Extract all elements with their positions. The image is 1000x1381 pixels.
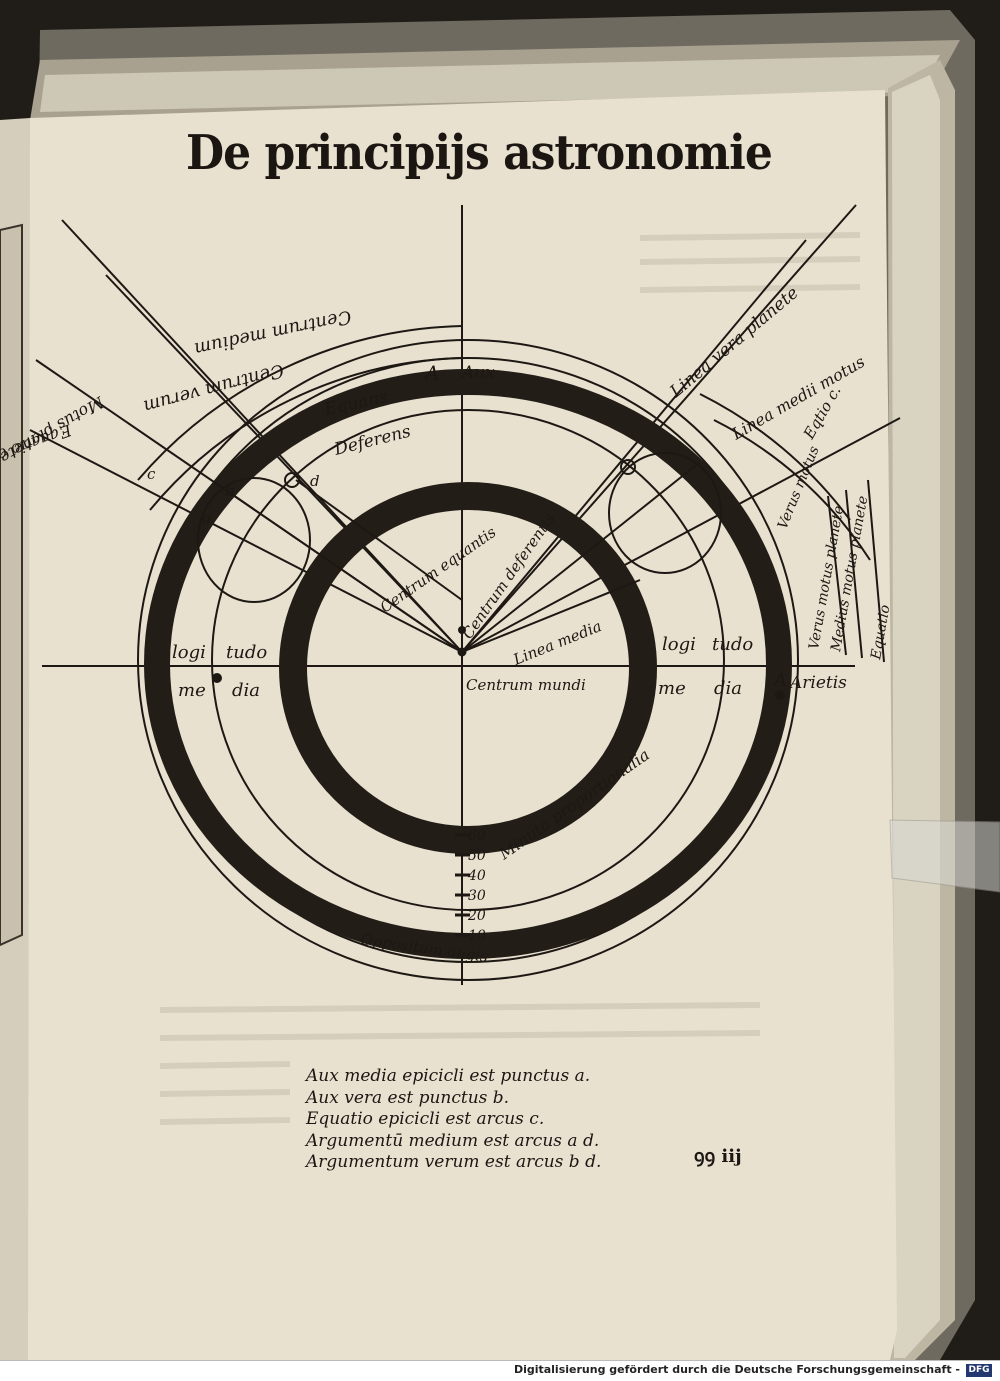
label-a-top: A bbox=[423, 361, 439, 385]
label-media-2b: dia bbox=[714, 678, 742, 699]
label-media-1b: dia bbox=[232, 680, 260, 701]
label-centrum-mundi: Centrum mundi bbox=[466, 676, 586, 694]
scale-10: 10 bbox=[468, 928, 486, 944]
label-media-1a: me bbox=[178, 680, 206, 701]
label-letter-b: b bbox=[225, 482, 235, 500]
label-a-right: A bbox=[772, 670, 787, 691]
astronomical-diagram bbox=[29, 204, 901, 985]
label-aux: Aux bbox=[460, 363, 495, 383]
scale-30: 30 bbox=[468, 888, 486, 904]
label-longitudo-1a: logi bbox=[172, 642, 206, 663]
scale-50: 50 bbox=[468, 848, 486, 864]
page-title: De principijs astronomie bbox=[186, 125, 773, 182]
scale-20: 20 bbox=[467, 908, 486, 924]
label-letter-d: d bbox=[310, 472, 320, 490]
diagram-legend: Aux media epicicli est punctus a. Aux ve… bbox=[306, 1066, 601, 1174]
footer-bar: Digitalisierung gefördert durch die Deut… bbox=[0, 1360, 1000, 1381]
label-longitudo-2a: logi bbox=[662, 634, 696, 655]
scale-40: 40 bbox=[467, 868, 486, 884]
label-letter-a: a bbox=[202, 509, 211, 527]
legend-line: Argumentum verum est arcus b d. bbox=[306, 1152, 602, 1172]
legend-line: Aux media epicicli est punctus a. bbox=[306, 1066, 591, 1086]
footer-text: Digitalisierung gefördert durch die Deut… bbox=[513, 1363, 960, 1376]
signature-mark: ꝯꝯ iij bbox=[694, 1146, 742, 1167]
dfg-logo: DFG bbox=[966, 1364, 992, 1377]
label-media-2a: me bbox=[658, 678, 686, 699]
legend-line: Aux vera est punctus b. bbox=[306, 1087, 510, 1108]
label-longitudo-1b: tudo bbox=[226, 642, 267, 663]
label-letter-c: c bbox=[147, 465, 156, 483]
legend-line: Equatio epicicli est arcus c. bbox=[306, 1109, 545, 1129]
legend-line: Argumentū medium est arcus a d. bbox=[306, 1130, 600, 1151]
label-arietis: Arietis bbox=[788, 673, 847, 693]
label-longitudo-2b: tudo bbox=[712, 634, 753, 655]
scale-60: 60 bbox=[468, 828, 486, 844]
